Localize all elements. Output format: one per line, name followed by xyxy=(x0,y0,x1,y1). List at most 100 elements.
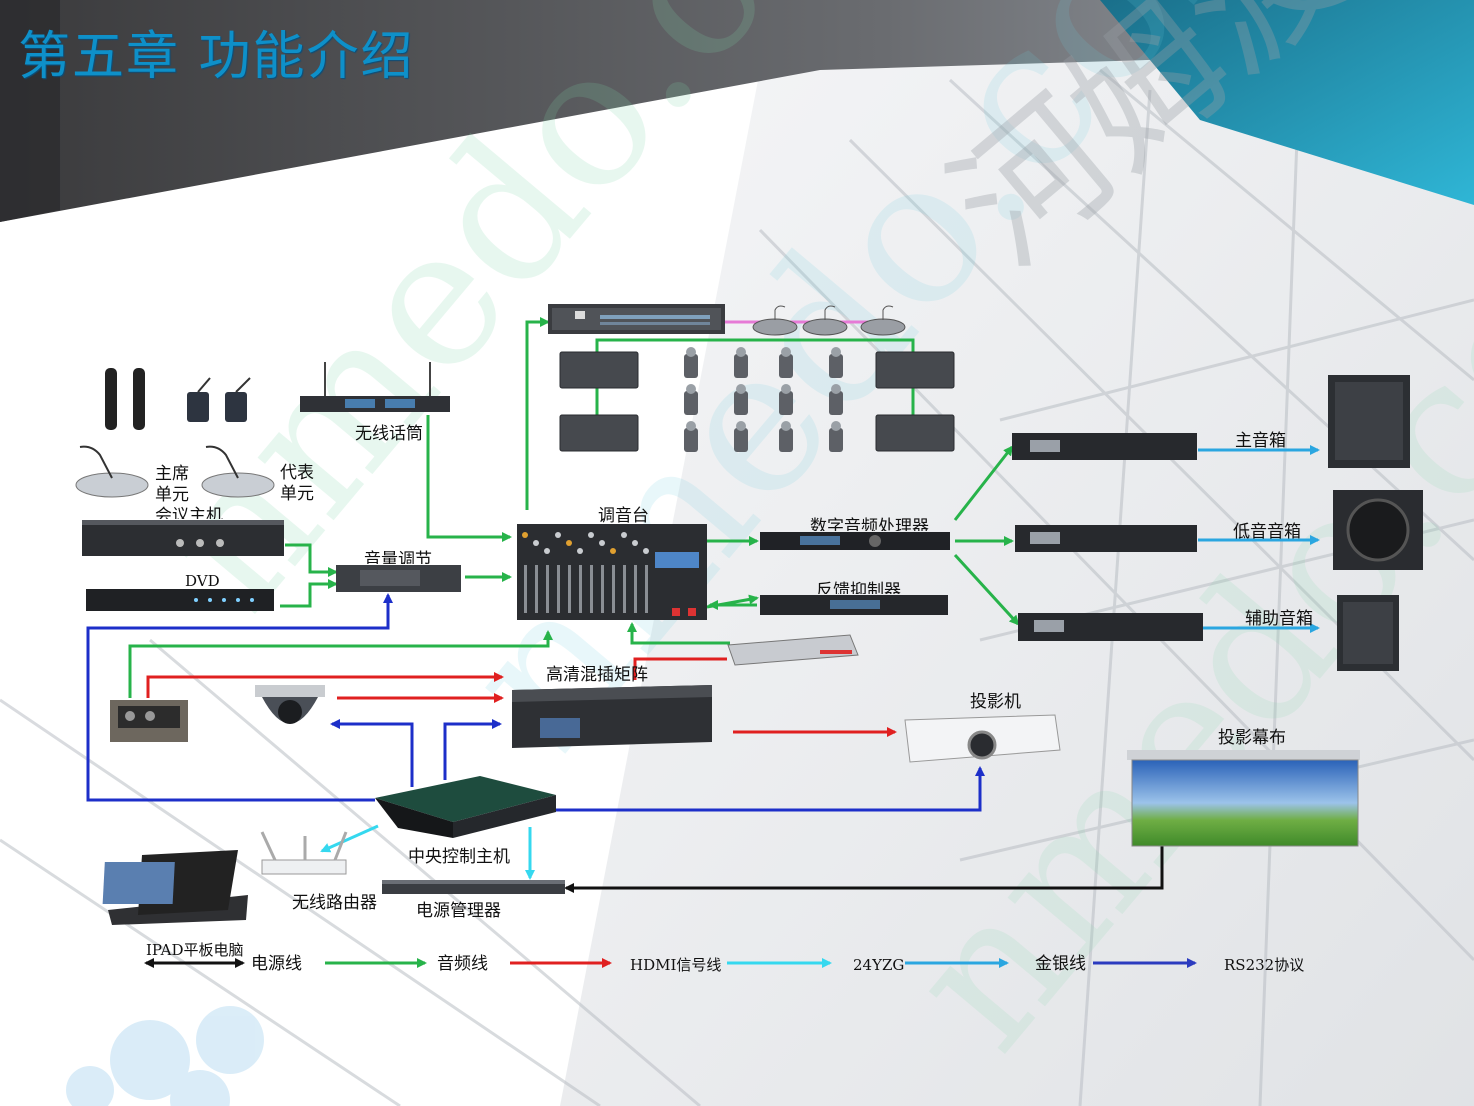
legend-hdmi-line: HDMI信号线 xyxy=(630,956,722,974)
label-ipad: IPAD平板电脑 xyxy=(146,941,244,959)
fader-track xyxy=(623,565,626,613)
fader-track xyxy=(612,565,615,613)
dome-camera xyxy=(255,685,325,724)
speakers xyxy=(1328,375,1423,671)
ipad-tablet xyxy=(102,850,248,925)
label-chairman-unit: 主席单元 xyxy=(155,464,189,505)
label-central-control: 中央控制主机 xyxy=(408,847,510,867)
mixer-knob xyxy=(610,548,616,554)
projector-unit xyxy=(904,714,1061,763)
label-main-speaker: 主音箱 xyxy=(1235,431,1286,451)
fader-track xyxy=(568,565,571,613)
audio-unit xyxy=(779,428,793,452)
central-control-host xyxy=(375,776,556,838)
hd-matrix-chassis xyxy=(512,685,712,748)
floor-socket-box xyxy=(110,700,188,742)
label-wireless-mic: 无线话筒 xyxy=(355,424,423,444)
mixer-knob xyxy=(588,532,594,538)
legend-rs232-line: RS232协议 xyxy=(1224,956,1305,974)
legend-audio-line: 音频线 xyxy=(437,954,488,974)
mixer-knob xyxy=(621,532,627,538)
audio-unit xyxy=(734,391,748,415)
mixer-faders xyxy=(522,532,649,613)
legend-gold-silver-line: 金银线 xyxy=(1035,954,1086,974)
audio-unit-top xyxy=(781,347,791,357)
label-subwoofer: 低音音箱 xyxy=(1233,522,1301,542)
fader-track xyxy=(645,565,648,613)
conference-mic-units xyxy=(752,305,906,336)
fader-track xyxy=(601,565,604,613)
digital-processor-rack xyxy=(760,532,950,550)
audio-unit-top xyxy=(781,384,791,394)
audio-unit-top xyxy=(831,421,841,431)
audio-unit xyxy=(734,354,748,378)
wireless-receiver xyxy=(300,362,450,412)
label-delegate-unit: 代表单元 xyxy=(280,463,314,504)
feedback-suppressor-rack xyxy=(760,595,948,615)
label-projection-screen: 投影幕布 xyxy=(1218,728,1286,748)
mixer-console xyxy=(517,524,707,620)
mixer-knob xyxy=(522,532,528,538)
audio-unit-top xyxy=(736,347,746,357)
hdmi-extender xyxy=(727,634,859,666)
label-digital-processor: 数字音频处理器 xyxy=(810,517,929,531)
fader-track xyxy=(634,565,637,613)
label-volume-control: 音量调节 xyxy=(364,550,432,564)
fader-track xyxy=(524,565,527,613)
audio-unit xyxy=(684,391,698,415)
conference-rack xyxy=(548,304,725,334)
audio-unit-top xyxy=(686,384,696,394)
connections xyxy=(86,317,1320,968)
volume-control-unit xyxy=(336,565,461,592)
mixer-knob xyxy=(544,548,550,554)
label-wireless-router: 无线路由器 xyxy=(292,893,377,913)
conference-host-rack xyxy=(82,520,284,556)
mixer-knob xyxy=(555,532,561,538)
amplifiers xyxy=(1012,433,1203,641)
slide-title: 第五章 功能介绍 xyxy=(18,27,415,87)
audio-unit-top xyxy=(686,347,696,357)
audio-unit xyxy=(829,391,843,415)
fader-track xyxy=(557,565,560,613)
audio-unit-top xyxy=(781,421,791,431)
fader-track xyxy=(590,565,593,613)
label-aux-speaker: 辅助音箱 xyxy=(1245,609,1313,629)
power-manager-rack xyxy=(382,880,565,894)
audio-unit xyxy=(829,428,843,452)
audio-unit xyxy=(779,391,793,415)
wireless-router-device xyxy=(260,831,348,875)
mixer-knob xyxy=(533,540,539,546)
audio-unit xyxy=(734,428,748,452)
label-projector: 投影机 xyxy=(970,692,1021,712)
projection-screen xyxy=(1127,750,1360,847)
label-mixer: 调音台 xyxy=(598,506,649,523)
fader-track xyxy=(535,565,538,613)
conference-panels xyxy=(559,351,955,452)
handheld-mics xyxy=(105,368,251,430)
label-feedback-suppressor: 反馈抑制器 xyxy=(816,581,901,594)
label-hd-matrix: 高清混插矩阵 xyxy=(546,665,648,685)
audio-unit xyxy=(684,428,698,452)
label-dvd: DVD xyxy=(185,572,220,590)
legend-24yzg-line: 24YZG xyxy=(853,956,905,974)
legend-power-line: 电源线 xyxy=(251,954,302,974)
fader-track xyxy=(579,565,582,613)
label-conference-host: 会议主机 xyxy=(155,506,223,519)
gooseneck-units xyxy=(75,445,275,498)
label-power-manager: 电源管理器 xyxy=(416,901,501,921)
audio-unit-top xyxy=(831,384,841,394)
audio-unit-top xyxy=(736,421,746,431)
mixer-knob xyxy=(599,540,605,546)
audio-unit-grid xyxy=(684,347,843,452)
mixer-knob xyxy=(577,548,583,554)
audio-unit-top xyxy=(736,384,746,394)
audio-unit xyxy=(684,354,698,378)
fader-track xyxy=(546,565,549,613)
mixer-knob xyxy=(632,540,638,546)
mixer-knob xyxy=(566,540,572,546)
audio-unit-top xyxy=(686,421,696,431)
audio-unit xyxy=(829,354,843,378)
audio-unit xyxy=(779,354,793,378)
